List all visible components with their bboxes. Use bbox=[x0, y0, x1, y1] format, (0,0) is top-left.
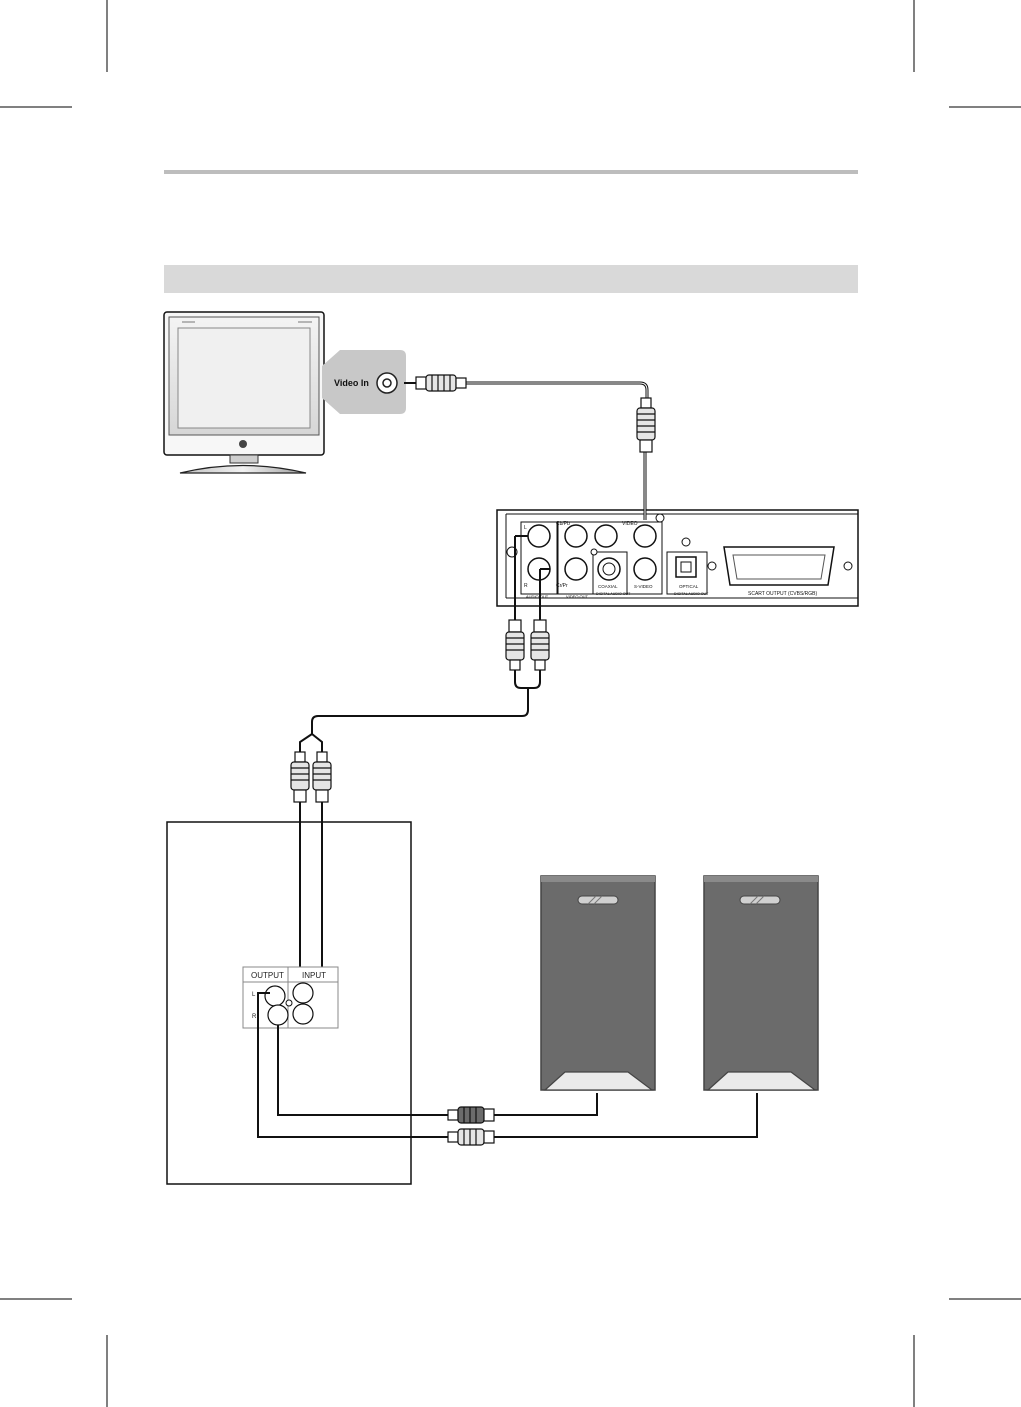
video-out-label: VIDEO OUT bbox=[566, 594, 589, 599]
tv-monitor bbox=[163, 311, 325, 474]
coaxial-label: COAXIAL bbox=[598, 584, 618, 589]
video-out-pb-jack bbox=[594, 524, 618, 548]
scart-label: SCART OUTPUT (CVBS/RGB) bbox=[748, 591, 818, 597]
amp-input-left-jack bbox=[292, 982, 314, 1004]
amplifier: OUTPUT INPUT L R bbox=[166, 821, 412, 1185]
amp-right-label: R bbox=[252, 1014, 257, 1020]
amp-left-label: L bbox=[252, 992, 256, 998]
video-cable bbox=[404, 381, 649, 520]
amp-input-label: INPUT bbox=[302, 971, 326, 980]
audio-out-left-label: L bbox=[524, 525, 527, 531]
header-rule bbox=[164, 170, 858, 174]
video-plug-tv-end bbox=[415, 374, 467, 392]
audio-out-label: AUDIO OUT bbox=[526, 594, 549, 599]
video-out-y-jack bbox=[564, 524, 588, 548]
video-jack bbox=[633, 524, 657, 548]
speaker-plugs bbox=[447, 1106, 495, 1146]
speaker-right bbox=[703, 875, 819, 1091]
coax-digital-audio-out-label: DIGITAL AUDIO OUT bbox=[596, 592, 631, 596]
amp-output-left-jack bbox=[264, 985, 286, 1007]
audio-plugs-player-end bbox=[505, 619, 550, 671]
video-plug-player-end bbox=[636, 397, 656, 453]
video-out-pr-jack bbox=[564, 557, 588, 581]
audio-cable-top bbox=[299, 535, 550, 752]
audio-out-left-jack bbox=[527, 524, 551, 548]
optical-label: OPTICAL bbox=[679, 584, 699, 589]
amp-output-right-jack bbox=[267, 1004, 289, 1026]
speaker-cables bbox=[257, 992, 758, 1138]
video-label: VIDEO bbox=[622, 521, 638, 527]
section-band bbox=[164, 265, 858, 293]
video-in-callout: Video In bbox=[322, 350, 406, 414]
amp-input-right-jack bbox=[292, 1003, 314, 1025]
dvd-player-rear-panel: L R AUDIO OUT Cb/Pb Cr/Pr VIDEO OUT VIDE… bbox=[496, 509, 859, 607]
cb-pb-label: Cb/Pb bbox=[556, 521, 570, 527]
optical-digital-audio-out-label: DIGITAL AUDIO OUT bbox=[674, 592, 709, 596]
coaxial-jack bbox=[597, 557, 621, 581]
amp-output-label: OUTPUT bbox=[251, 971, 284, 980]
speaker-left bbox=[540, 875, 656, 1091]
audio-plugs-amp-end bbox=[290, 751, 332, 803]
audio-out-right-label: R bbox=[524, 583, 528, 589]
s-video-label: S-VIDEO bbox=[634, 584, 653, 589]
video-in-label: Video In bbox=[334, 378, 369, 388]
s-video-jack bbox=[633, 557, 657, 581]
cr-pr-label: Cr/Pr bbox=[556, 583, 568, 589]
